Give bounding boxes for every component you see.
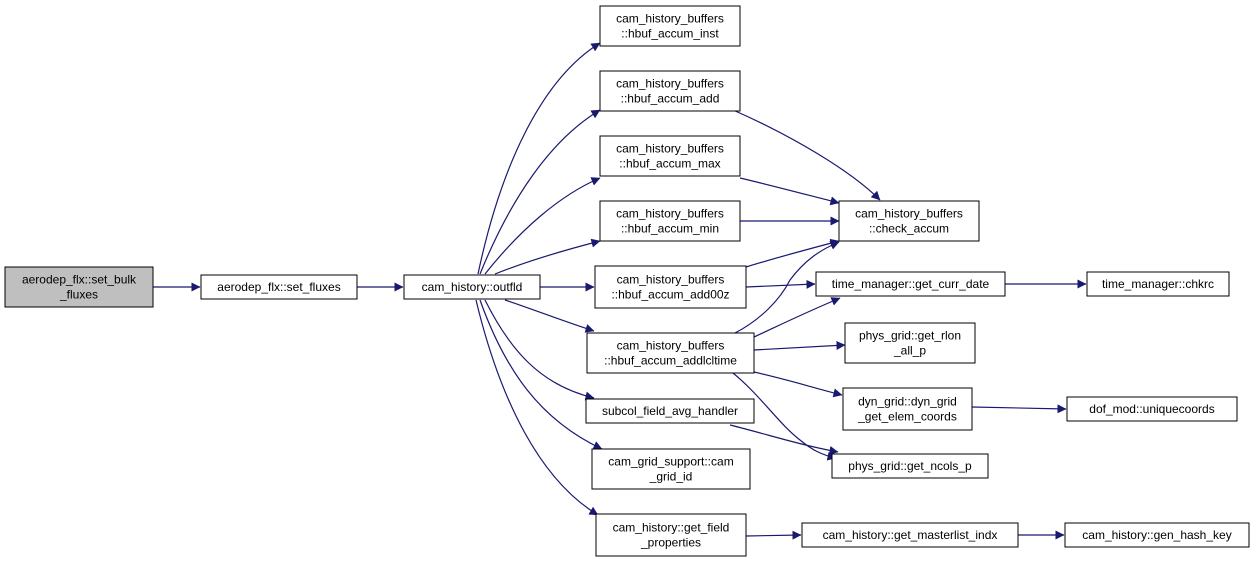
edge-hbuf-accum-add00z-to-check-accum	[745, 238, 840, 268]
node-box	[842, 387, 973, 431]
node-get-elem-coords[interactable]: dyn_grid::dyn_grid_get_elem_coords	[842, 387, 973, 431]
node-uniquecoords[interactable]: dof_mod::uniquecoords	[1066, 396, 1238, 422]
node-label-line: ::hbuf_accum_max	[619, 157, 720, 171]
node-label-line: time_manager::chkrc	[1102, 277, 1214, 291]
node-hbuf-accum-min[interactable]: cam_history_buffers::hbuf_accum_min	[599, 200, 741, 242]
node-box	[599, 5, 741, 47]
node-get-rlon-all-p[interactable]: phys_grid::get_rlon_all_p	[844, 322, 976, 364]
node-label-line: aerodep_flx::set_fluxes	[217, 280, 340, 294]
edge-hbuf-accum-addlcltime-to-get-ncols-p	[732, 372, 837, 461]
node-label-line: ::hbuf_accum_min	[621, 222, 719, 236]
node-label-line: ::hbuf_accum_inst	[621, 27, 719, 41]
node-cam-grid-id[interactable]: cam_grid_support::cam_grid_id	[591, 448, 751, 490]
edge-hbuf-accum-add-to-check-accum	[732, 109, 881, 201]
node-hbuf-accum-inst[interactable]: cam_history_buffers::hbuf_accum_inst	[599, 5, 741, 47]
node-outfld[interactable]: cam_history::outfld	[403, 274, 541, 300]
node-label-line: time_manager::get_curr_date	[832, 277, 990, 291]
node-box	[1066, 396, 1238, 422]
edge-get-field-properties-to-get-masterlist-indx	[745, 530, 802, 540]
node-label-line: cam_history_buffers	[616, 207, 724, 221]
edge-hbuf-accum-max-to-check-accum	[739, 177, 840, 206]
edge-outfld-to-cam-grid-id	[479, 299, 603, 450]
node-set-bulk-fluxes[interactable]: aerodep_flx::set_bulk_fluxes	[4, 266, 154, 308]
edge-hbuf-accum-addlcltime-to-check-accum	[734, 241, 840, 334]
node-label-line: _grid_id	[649, 470, 693, 484]
node-label-line: ::hbuf_accum_addlcltime	[604, 354, 737, 368]
node-label-line: subcol_field_avg_handler	[602, 404, 738, 418]
node-label-line: dyn_grid::dyn_grid	[858, 395, 957, 409]
edge-hbuf-accum-addlcltime-to-get-rlon-all-p	[753, 340, 846, 351]
node-label-line: cam_history_buffers	[616, 142, 724, 156]
node-box	[1064, 522, 1250, 548]
node-label-line: cam_history::outfld	[422, 280, 523, 294]
edge-hbuf-accum-add00z-to-get-curr-date	[745, 279, 816, 289]
edge-outfld-to-hbuf-accum-addlcltime	[504, 299, 595, 333]
edge-subcol-field-avg-handler-to-get-ncols-p	[729, 424, 839, 455]
node-hbuf-accum-add[interactable]: cam_history_buffers::hbuf_accum_add	[599, 70, 741, 112]
edge-outfld-to-subcol-field-avg-handler	[484, 299, 595, 401]
node-label-line: cam_history_buffers	[855, 207, 963, 221]
node-label-line: _all_p	[893, 344, 926, 358]
node-label-line: cam_history::get_masterlist_indx	[823, 528, 998, 542]
node-label-line: phys_grid::get_ncols_p	[848, 459, 972, 473]
node-hbuf-accum-addlcltime[interactable]: cam_history_buffers::hbuf_accum_addlclti…	[586, 332, 755, 374]
node-label-line: aerodep_flx::set_bulk	[22, 273, 137, 287]
edges-layer	[153, 42, 1087, 540]
node-box	[1086, 271, 1230, 297]
node-box	[594, 265, 747, 309]
node-box	[595, 513, 747, 557]
node-box	[831, 453, 989, 479]
edge-outfld-to-hbuf-accum-min	[494, 238, 601, 275]
node-label-line: cam_history_buffers	[617, 273, 725, 287]
node-box	[844, 322, 976, 364]
edge-outfld-to-hbuf-accum-max	[484, 177, 601, 275]
node-label-line: _properties	[640, 536, 701, 550]
node-box	[200, 274, 358, 300]
edge-outfld-to-hbuf-accum-inst	[477, 42, 601, 275]
node-box	[838, 200, 980, 242]
node-get-field-properties[interactable]: cam_history::get_field_properties	[595, 513, 747, 557]
edge-hbuf-accum-addlcltime-to-get-curr-date	[753, 297, 841, 338]
edge-outfld-to-hbuf-accum-add	[479, 109, 601, 275]
node-label-line: ::hbuf_accum_add	[621, 92, 720, 106]
node-check-accum[interactable]: cam_history_buffers::check_accum	[838, 200, 980, 242]
node-label-line: ::hbuf_accum_add00z	[611, 288, 729, 302]
edge-get-elem-coords-to-uniquecoords	[971, 404, 1067, 414]
node-label-line: ::check_accum	[869, 222, 949, 236]
node-label-line: cam_history_buffers	[616, 12, 724, 26]
node-label-line: _get_elem_coords	[857, 410, 957, 424]
node-box	[815, 271, 1006, 297]
node-box	[4, 266, 154, 308]
node-box	[586, 332, 755, 374]
node-get-ncols-p[interactable]: phys_grid::get_ncols_p	[831, 453, 989, 479]
node-gen-hash-key[interactable]: cam_history::gen_hash_key	[1064, 522, 1250, 548]
node-box	[599, 135, 741, 177]
node-box	[599, 200, 741, 242]
edge-hbuf-accum-addlcltime-to-get-elem-coords	[753, 371, 843, 398]
node-label-line: _fluxes	[59, 288, 98, 302]
node-chkrc[interactable]: time_manager::chkrc	[1086, 271, 1230, 297]
node-hbuf-accum-max[interactable]: cam_history_buffers::hbuf_accum_max	[599, 135, 741, 177]
node-box	[591, 448, 751, 490]
node-label-line: cam_history_buffers	[617, 339, 725, 353]
node-label-line: cam_history_buffers	[616, 77, 724, 91]
node-set-fluxes[interactable]: aerodep_flx::set_fluxes	[200, 274, 358, 300]
node-hbuf-accum-add00z[interactable]: cam_history_buffers::hbuf_accum_add00z	[594, 265, 747, 309]
node-box	[585, 398, 755, 424]
node-get-curr-date[interactable]: time_manager::get_curr_date	[815, 271, 1006, 297]
node-box	[801, 522, 1019, 548]
node-box	[403, 274, 541, 300]
node-label-line: cam_history::get_field	[613, 521, 730, 535]
node-label-line: dof_mod::uniquecoords	[1089, 402, 1214, 416]
node-subcol-field-avg-handler[interactable]: subcol_field_avg_handler	[585, 398, 755, 424]
edge-outfld-to-get-field-properties	[475, 299, 599, 516]
node-label-line: cam_grid_support::cam	[608, 455, 733, 469]
node-label-line: phys_grid::get_rlon	[859, 329, 961, 343]
node-box	[599, 70, 741, 112]
node-label-line: cam_history::gen_hash_key	[1082, 528, 1231, 542]
node-get-masterlist-indx[interactable]: cam_history::get_masterlist_indx	[801, 522, 1019, 548]
nodes-layer: aerodep_flx::set_bulk_fluxesaerodep_flx:…	[4, 5, 1250, 557]
